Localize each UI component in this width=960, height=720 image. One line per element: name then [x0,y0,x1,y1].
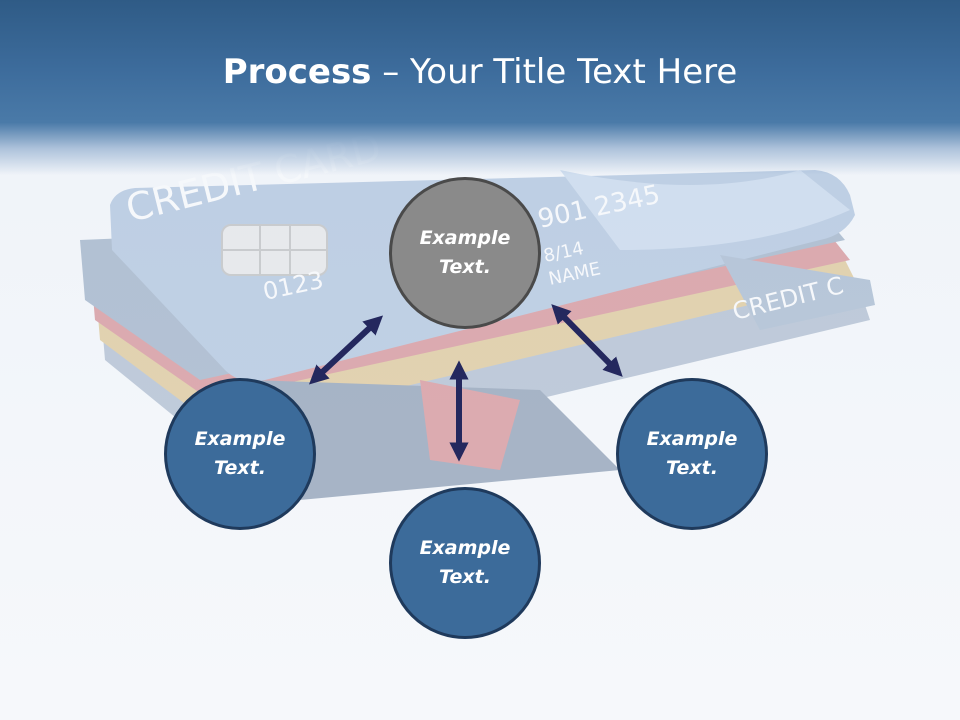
node-right-line1: Example [646,428,738,450]
process-node-left: Example Text. [164,378,316,530]
process-node-center: Example Text. [389,177,541,329]
node-left-line2: Text. [214,457,266,479]
node-center-line2: Text. [439,256,491,278]
slide-title: Process – Your Title Text Here [0,52,960,92]
node-center-line1: Example [419,227,511,249]
arrow-center-right [551,304,623,377]
node-left-line1: Example [194,428,286,450]
process-node-right: Example Text. [616,378,768,530]
node-right-line2: Text. [666,457,718,479]
process-node-bottom: Example Text. [389,487,541,639]
arrow-center-left [308,315,384,385]
title-bold: Process [222,52,372,92]
node-bottom-line1: Example [419,537,511,559]
title-rest: – Your Title Text Here [371,52,738,92]
title-bar [0,0,960,175]
node-bottom-line2: Text. [439,566,491,588]
